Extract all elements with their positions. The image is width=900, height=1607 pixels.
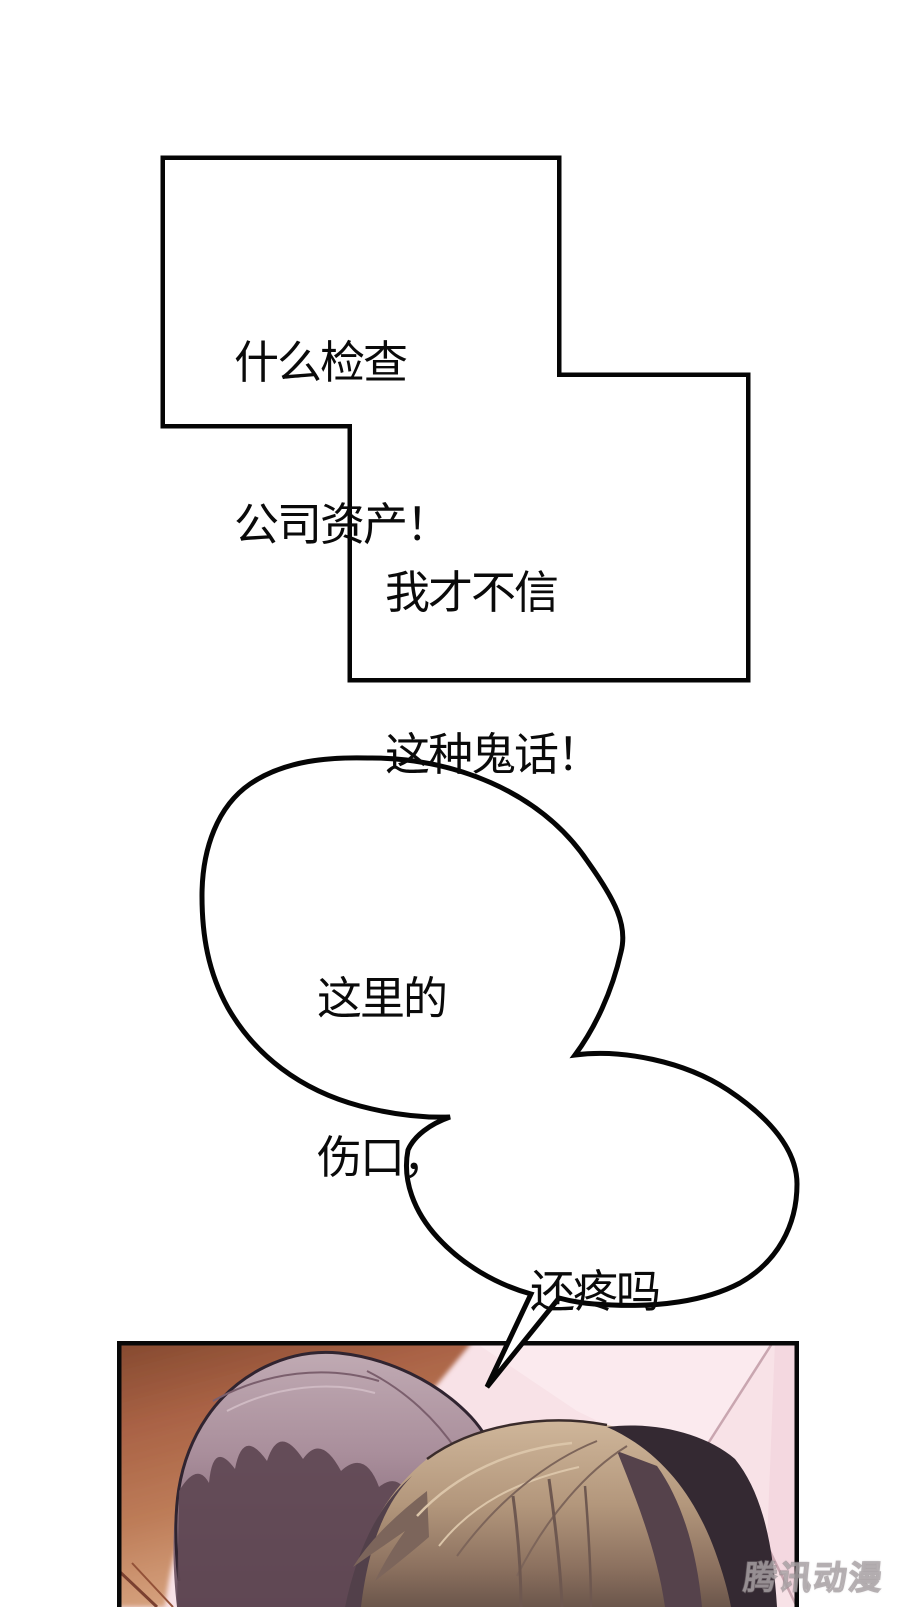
- speech-line: 我才不信: [385, 567, 559, 618]
- speech-line: 什么检查: [234, 337, 408, 388]
- speech-line: 还疼吗: [530, 1266, 661, 1317]
- speech-line: 这种鬼话！: [385, 729, 602, 780]
- speech-box-1-text: 什么检查 公司资产！: [234, 228, 451, 660]
- watermark-text: 腾讯动漫: [741, 1558, 886, 1596]
- furniture-line-1: [117, 1569, 159, 1607]
- sienna-background: [117, 1341, 473, 1607]
- speech-box-fills: [165, 160, 746, 678]
- speech-line: 伤口，: [317, 1132, 448, 1183]
- furniture-line-2: [131, 1562, 174, 1607]
- round-bubble-1-text: 这里的 伤口，: [317, 866, 448, 1290]
- round-bubble-2-text: 还疼吗: [530, 1157, 661, 1427]
- wall-highlight: [473, 1341, 772, 1467]
- speech-line: 公司资产！: [234, 499, 451, 550]
- round-bubble-union: [199, 755, 800, 1389]
- panel-border: [117, 1341, 799, 1607]
- speech-line: 这里的: [317, 973, 448, 1024]
- wall-corner-shade: [767, 1341, 799, 1607]
- speech-box-2-text: 我才不信 这种鬼话！: [385, 458, 602, 890]
- panel-artwork: [117, 1341, 799, 1607]
- brown-hair-head: [345, 1419, 777, 1607]
- comic-panel: [117, 1341, 799, 1607]
- speech-box-2-fill: [352, 377, 746, 678]
